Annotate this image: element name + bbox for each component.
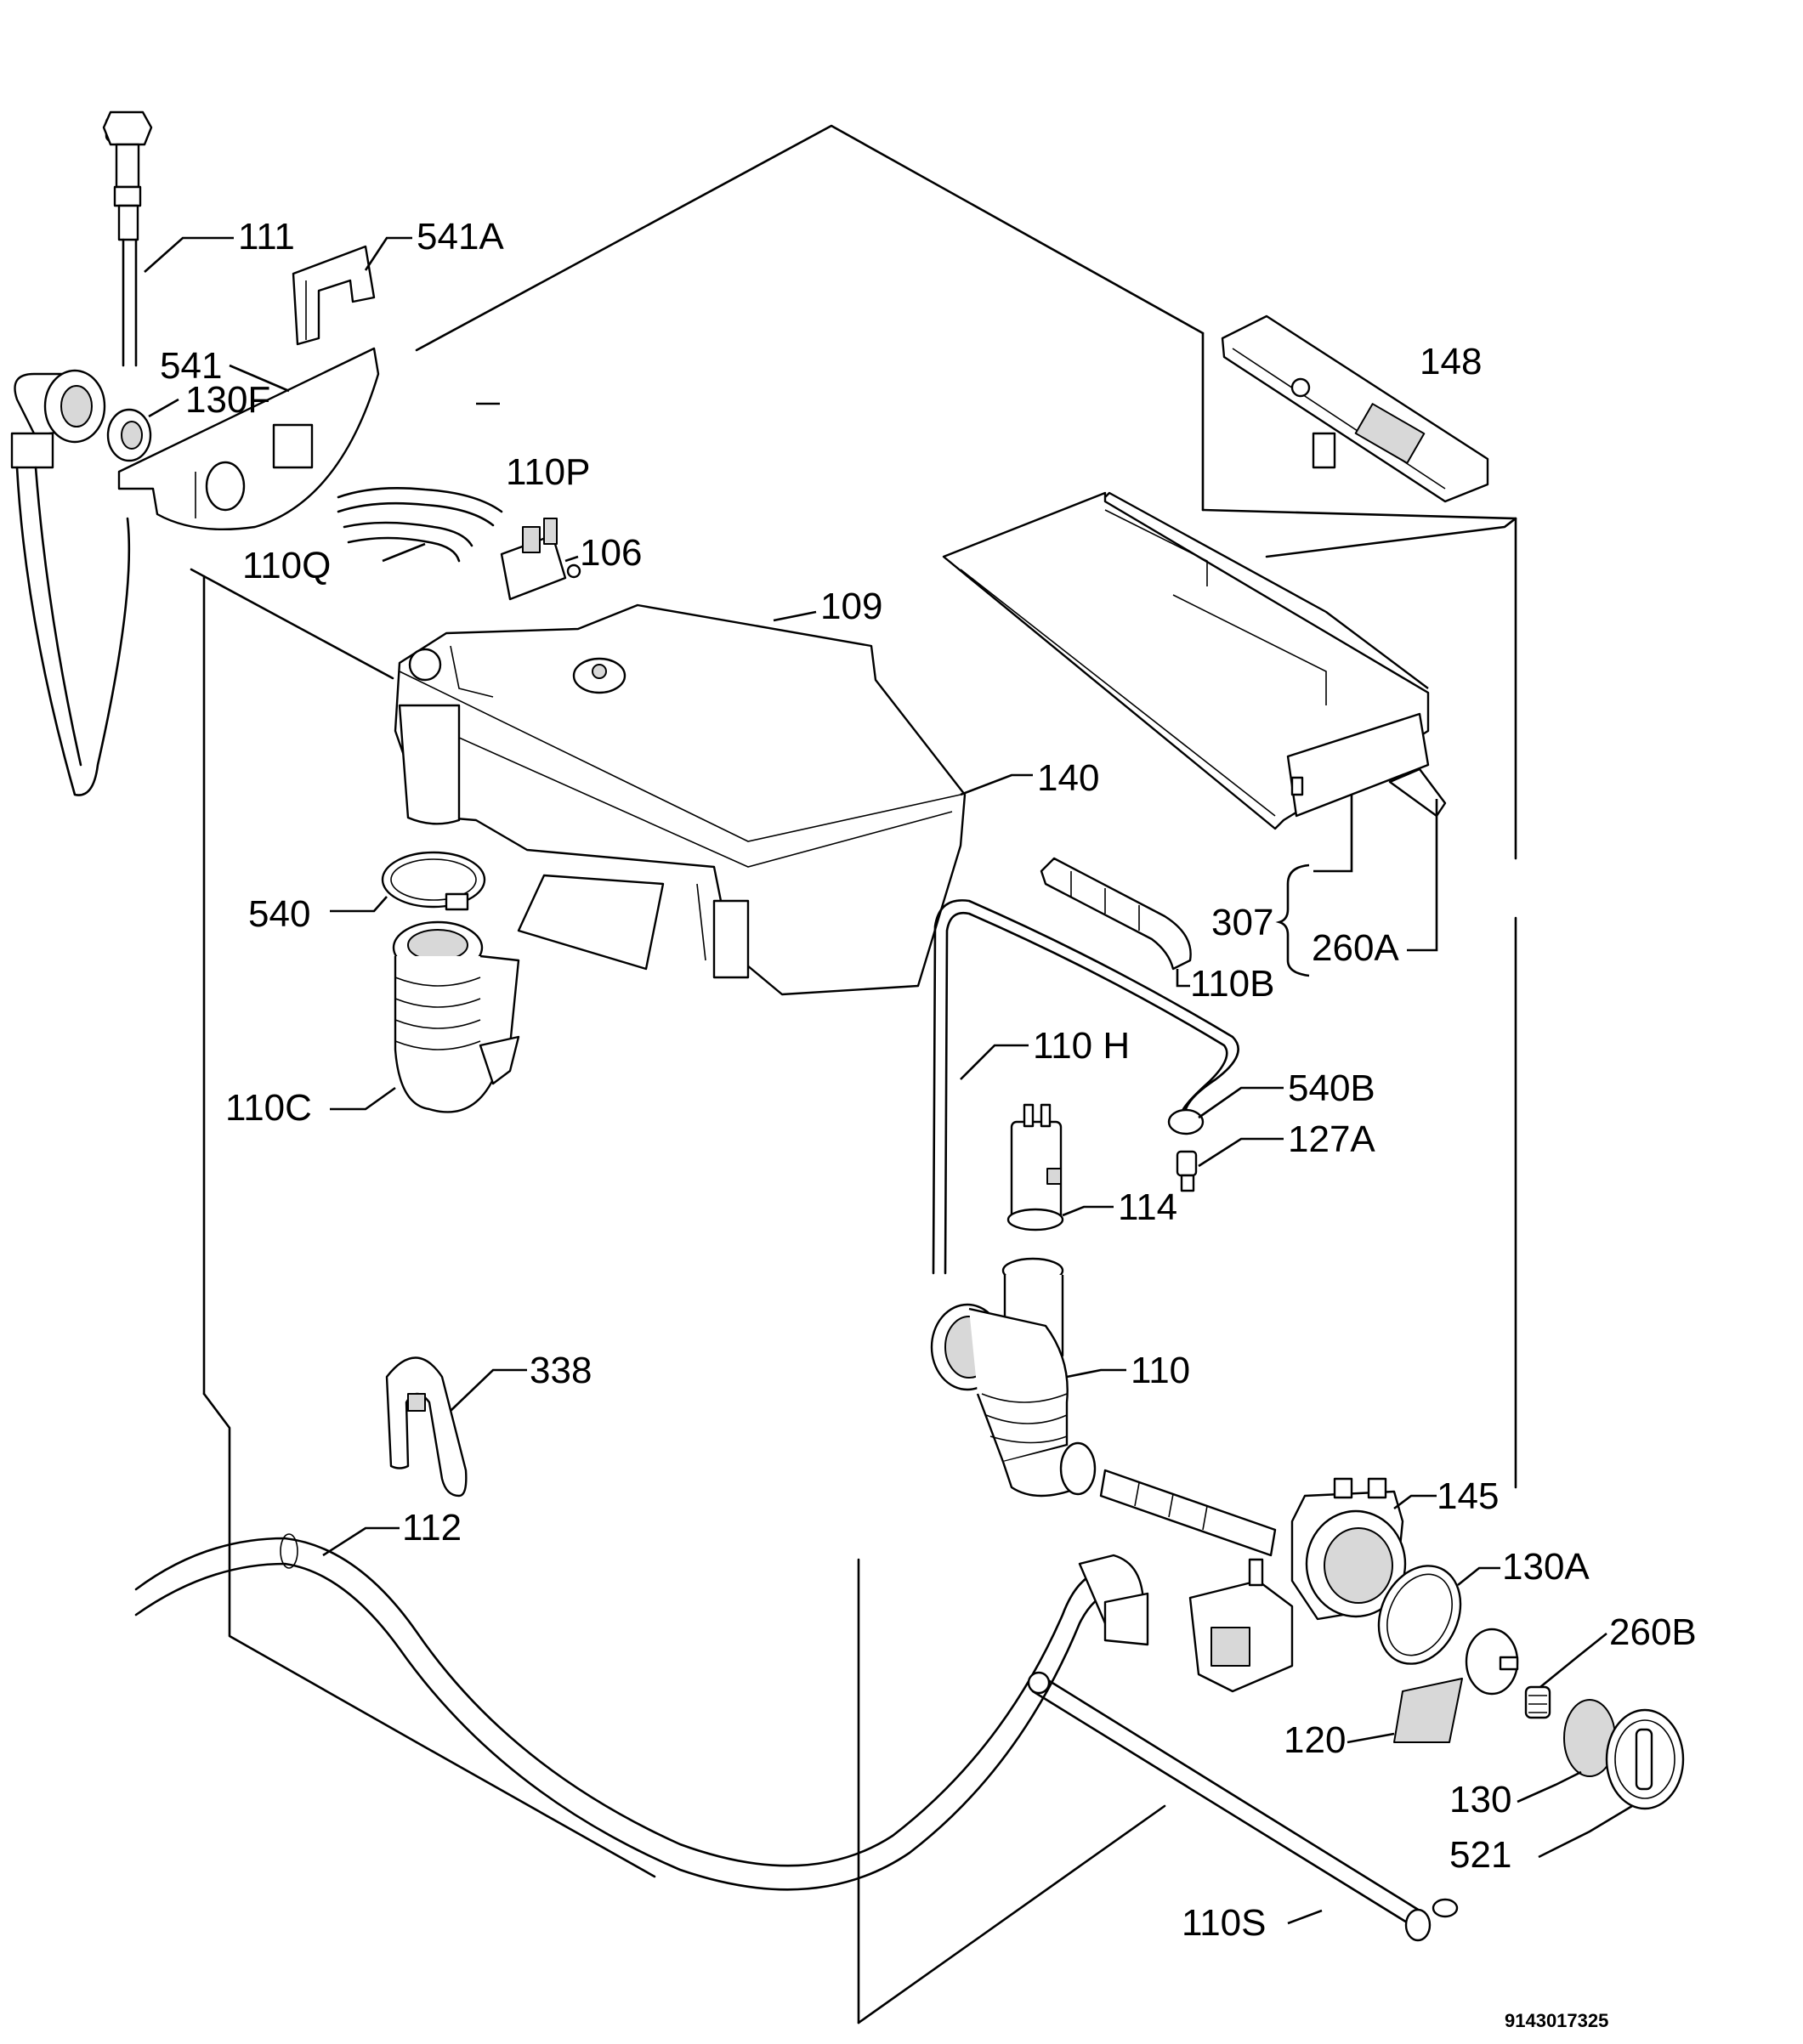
label-541A: 541A bbox=[417, 216, 504, 258]
clip-338 bbox=[385, 1356, 468, 1498]
pressure-chamber-114 bbox=[1006, 1103, 1064, 1231]
valve-106 bbox=[500, 518, 581, 601]
label-148: 148 bbox=[1420, 341, 1482, 382]
dispenser-housing-109-140 bbox=[394, 603, 967, 996]
bellows-hose-110C bbox=[392, 920, 520, 1113]
label-130: 130 bbox=[1449, 1779, 1511, 1820]
inlet-hose-elbow bbox=[10, 369, 131, 796]
hose-clamp-540 bbox=[381, 851, 486, 911]
label-540: 540 bbox=[248, 893, 310, 935]
label-260B: 260B bbox=[1609, 1611, 1697, 1653]
washer-130F bbox=[106, 408, 152, 462]
label-110Q: 110Q bbox=[242, 545, 331, 586]
label-140: 140 bbox=[1037, 757, 1099, 799]
label-521: 521 bbox=[1449, 1834, 1511, 1876]
drain-hose-112 bbox=[134, 1533, 1149, 1891]
label-541: 541 bbox=[160, 345, 222, 387]
hose-110-connector bbox=[1099, 1469, 1277, 1557]
dispenser-handle-148 bbox=[1221, 314, 1489, 503]
label-110: 110 bbox=[1131, 1350, 1190, 1391]
spring-260B bbox=[1524, 1685, 1551, 1719]
pump-housing-145 bbox=[1290, 1477, 1407, 1621]
nozzle-127A bbox=[1176, 1150, 1198, 1192]
sump-hose-110 bbox=[930, 1257, 1097, 1498]
label-110B: 110B bbox=[1190, 963, 1275, 1005]
label-130A: 130A bbox=[1502, 1546, 1590, 1588]
label-307: 307 bbox=[1211, 902, 1273, 943]
hose-110B bbox=[1040, 857, 1192, 971]
filter-120 bbox=[1393, 1628, 1519, 1743]
clamp-540B bbox=[1167, 1108, 1205, 1135]
hose-110S bbox=[1027, 1671, 1459, 1942]
label-130F: 130F bbox=[185, 379, 270, 421]
clip-260A bbox=[1388, 767, 1447, 818]
leader-lines bbox=[144, 236, 1633, 1925]
label-109: 109 bbox=[820, 586, 882, 627]
panel-541 bbox=[117, 347, 380, 531]
brace-307 bbox=[1275, 863, 1310, 977]
part-labels: 111 541A 541 130F 148 110P 110Q 106 109 … bbox=[160, 216, 1697, 2031]
label-260A: 260A bbox=[1312, 927, 1399, 969]
label-111: 111 bbox=[238, 216, 295, 258]
label-106: 106 bbox=[580, 532, 642, 574]
label-110H: 110 H bbox=[1033, 1025, 1130, 1067]
document-number: 9143017325 bbox=[1505, 2010, 1608, 2031]
hoses-110P-110Q bbox=[337, 486, 503, 563]
label-145: 145 bbox=[1437, 1475, 1499, 1517]
label-110S: 110S bbox=[1182, 1902, 1267, 1944]
cabinet-outline bbox=[190, 124, 1517, 2024]
pump-motor bbox=[1188, 1558, 1294, 1693]
gasket-130A bbox=[1377, 1565, 1462, 1665]
label-338: 338 bbox=[530, 1350, 592, 1391]
label-110P: 110P bbox=[506, 451, 591, 493]
inlet-hose-111 bbox=[102, 110, 153, 367]
hose-110H bbox=[932, 899, 1239, 1275]
label-110C: 110C bbox=[225, 1087, 312, 1129]
label-540B: 540B bbox=[1288, 1067, 1375, 1109]
detergent-drawer-307 bbox=[942, 491, 1430, 830]
label-114: 114 bbox=[1118, 1186, 1177, 1228]
label-120: 120 bbox=[1284, 1719, 1346, 1761]
label-127A: 127A bbox=[1288, 1118, 1375, 1160]
filter-cap-521 bbox=[1605, 1708, 1685, 1810]
bracket-541A bbox=[292, 245, 376, 346]
label-112: 112 bbox=[402, 1507, 462, 1549]
